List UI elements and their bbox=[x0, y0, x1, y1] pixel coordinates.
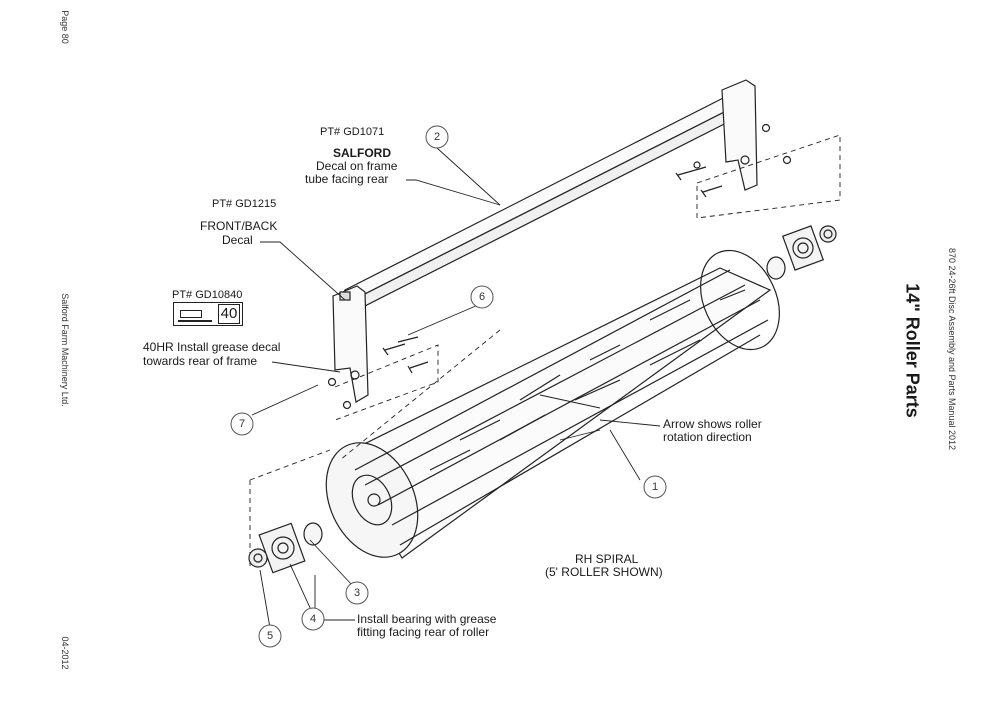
grease-gun-icon bbox=[178, 308, 212, 322]
frame-tube bbox=[343, 91, 750, 311]
callout-4 bbox=[301, 607, 325, 631]
callout-4-label: 4 bbox=[310, 613, 316, 625]
callout-3-label: 3 bbox=[354, 587, 360, 599]
left-mount-plate bbox=[332, 285, 369, 403]
grease-part-number: PT# GD10840 bbox=[172, 289, 243, 301]
front-back-desc: Decal bbox=[222, 233, 253, 247]
callout-1 bbox=[643, 475, 667, 499]
callout-5-label: 5 bbox=[267, 630, 273, 642]
arrow-desc-1: Arrow shows roller bbox=[663, 417, 762, 431]
grease-desc-2: towards rear of frame bbox=[143, 354, 258, 368]
spiral-title: RH SPIRAL bbox=[575, 552, 639, 566]
callout-3 bbox=[345, 581, 369, 605]
grease-decal: 40 bbox=[173, 302, 243, 326]
bearing-desc-1: Install bearing with grease bbox=[357, 612, 497, 626]
salford-desc-1: Decal on frame bbox=[316, 159, 398, 173]
grease-desc-1: 40HR Install grease decal bbox=[143, 340, 281, 354]
left-bearing bbox=[248, 522, 323, 574]
callout-2-label: 2 bbox=[434, 131, 440, 143]
right-mount-plate bbox=[721, 79, 758, 191]
arrow-desc-2: rotation direction bbox=[663, 430, 752, 444]
right-hardware bbox=[675, 123, 792, 198]
callout-7-label: 7 bbox=[239, 418, 245, 430]
front-back-title: FRONT/BACK bbox=[200, 219, 278, 233]
callout-6 bbox=[470, 285, 494, 309]
salford-desc-2: tube facing rear bbox=[305, 172, 389, 186]
bearing-desc-2: fitting facing rear of roller bbox=[357, 625, 490, 639]
front-back-part-number: PT# GD1215 bbox=[212, 198, 277, 210]
right-bearing bbox=[766, 225, 837, 280]
roller-body bbox=[325, 249, 780, 559]
callout-2 bbox=[425, 125, 449, 149]
salford-part-number: PT# GD1071 bbox=[320, 126, 385, 138]
left-hardware bbox=[327, 336, 429, 410]
callout-7 bbox=[230, 412, 254, 436]
grease-decal-number: 40 bbox=[218, 304, 240, 324]
callout-6-label: 6 bbox=[479, 291, 485, 303]
callout-5 bbox=[258, 624, 282, 648]
callout-1-label: 1 bbox=[652, 481, 658, 493]
spiral-note: (5' ROLLER SHOWN) bbox=[545, 565, 663, 579]
salford-brand: SALFORD bbox=[333, 146, 391, 160]
